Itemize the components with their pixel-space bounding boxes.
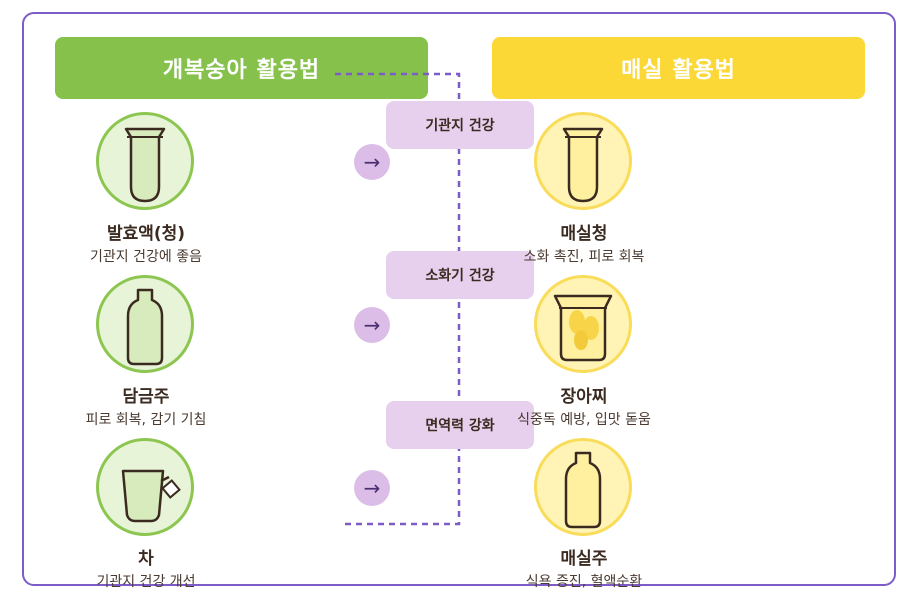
left-item-title-3: 차 xyxy=(138,549,154,569)
left-item-desc-2: 피로 회복, 감기 기침 xyxy=(85,412,207,428)
right-item-title-2: 장아찌 xyxy=(560,387,608,407)
left-item-desc-3: 기관지 건강 개선 xyxy=(96,574,196,590)
diagram-frame xyxy=(22,12,896,586)
left-header: 개복숭아 활용법 xyxy=(55,37,428,99)
bottle-icon xyxy=(96,275,194,373)
left-item-title-1: 발효액(청) xyxy=(106,224,186,244)
right-item-desc-3: 식욕 증진, 혈액순환 xyxy=(525,574,643,590)
jar-icon xyxy=(96,112,194,210)
right-item-title-1: 매실청 xyxy=(560,224,608,244)
right-item-title-3: 매실주 xyxy=(560,549,608,569)
right-item-desc-1: 소화 촉진, 피로 회복 xyxy=(523,249,645,265)
benefit-pill-2: 소화기 건강 xyxy=(386,251,534,299)
tea-cup-icon xyxy=(96,438,194,536)
pickle-jar-icon xyxy=(534,275,632,373)
arrow-1: → xyxy=(354,144,390,180)
right-header: 매실 활용법 xyxy=(492,37,865,99)
bottle-icon xyxy=(534,438,632,536)
jar-icon xyxy=(534,112,632,210)
benefit-pill-3: 면역력 강화 xyxy=(386,401,534,449)
arrow-2: → xyxy=(354,307,390,343)
right-item-desc-2: 식중독 예방, 입맛 돋움 xyxy=(517,412,651,428)
arrow-3: → xyxy=(354,470,390,506)
left-item-desc-1: 기관지 건강에 좋음 xyxy=(90,249,202,265)
benefit-pill-1: 기관지 건강 xyxy=(386,101,534,149)
left-item-title-2: 담금주 xyxy=(122,387,170,407)
